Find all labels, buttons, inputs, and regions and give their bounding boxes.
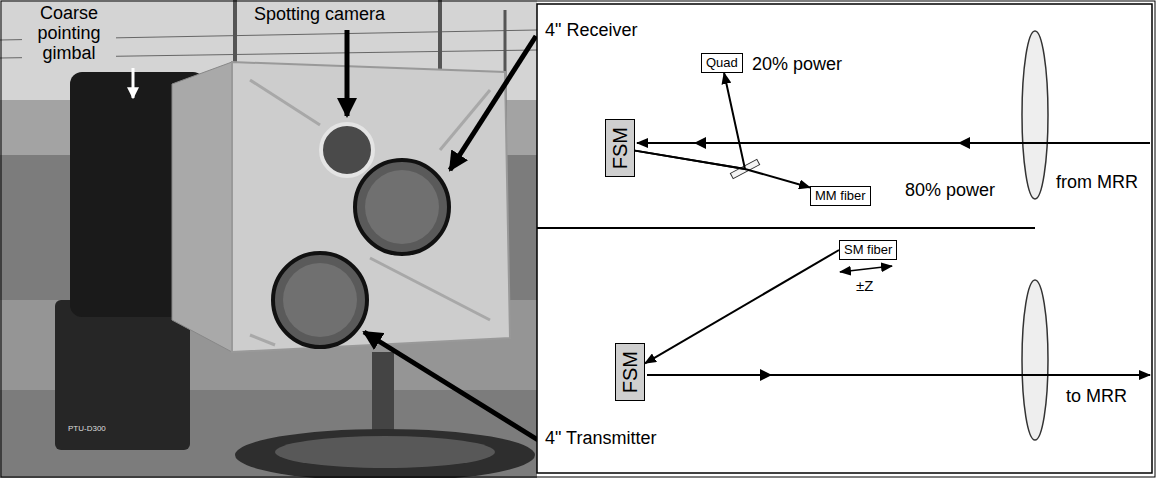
beam-direction-head xyxy=(694,137,706,149)
fiber-box: MM fiber xyxy=(810,186,871,206)
beam-path xyxy=(635,73,745,169)
receiver-lens-symbol xyxy=(1022,31,1048,199)
leader-arrow xyxy=(132,68,135,98)
part-label: 4" Transmitter xyxy=(545,428,656,448)
detector-box: Quad xyxy=(701,53,743,73)
part-label: Spotting camera xyxy=(252,4,387,24)
power-note: 20% power xyxy=(752,54,842,74)
part-label: 4" Receiver xyxy=(545,20,637,40)
axis-label: ±Z xyxy=(856,277,873,294)
gimbal-base xyxy=(55,300,190,450)
outgoing-beam xyxy=(647,374,1150,376)
housing-rib xyxy=(250,80,320,125)
node-label: FSM xyxy=(619,351,641,393)
platform xyxy=(235,429,535,478)
model-label: PTU-D300 xyxy=(68,424,106,434)
transmitter-lens xyxy=(273,253,367,347)
photo-ground xyxy=(0,0,537,478)
node-label: SM fiber xyxy=(844,242,892,258)
part-label: Coarse pointing gimbal xyxy=(22,3,116,63)
beam-direction-head xyxy=(958,137,970,149)
beam-direction-head xyxy=(760,369,772,381)
node-label: Quad xyxy=(706,55,738,71)
mirror-box: FSM xyxy=(615,343,645,401)
leader-arrow xyxy=(345,30,350,116)
housing-side xyxy=(172,62,232,352)
transmitter-lens-symbol xyxy=(1022,280,1048,440)
beam-label: from MRR xyxy=(1056,172,1138,192)
beam-label: to MRR xyxy=(1066,386,1127,406)
node-label: FSM xyxy=(609,127,631,169)
node-label: MM fiber xyxy=(815,188,866,204)
housing-front xyxy=(232,62,510,352)
mount-post xyxy=(372,352,394,442)
spotting-camera xyxy=(321,124,373,176)
beam-path xyxy=(635,151,810,188)
platform-top xyxy=(275,436,495,468)
incoming-beam xyxy=(637,142,1150,144)
channel-divider xyxy=(537,227,1035,229)
mirror-box: FSM xyxy=(605,119,635,177)
leader-arrow xyxy=(364,332,538,440)
schematic-frame xyxy=(537,4,1152,473)
power-note: 80% power xyxy=(905,180,995,200)
fiber-box: SM fiber xyxy=(839,240,897,260)
leader-arrow xyxy=(450,36,536,170)
beam-path xyxy=(645,250,839,363)
focus-adjust-arrow xyxy=(840,266,892,272)
housing-rib xyxy=(370,258,490,320)
receiver-lens xyxy=(355,160,449,254)
lens-glass xyxy=(365,170,439,244)
lens-glass xyxy=(283,263,357,337)
housing-rib xyxy=(250,335,275,345)
